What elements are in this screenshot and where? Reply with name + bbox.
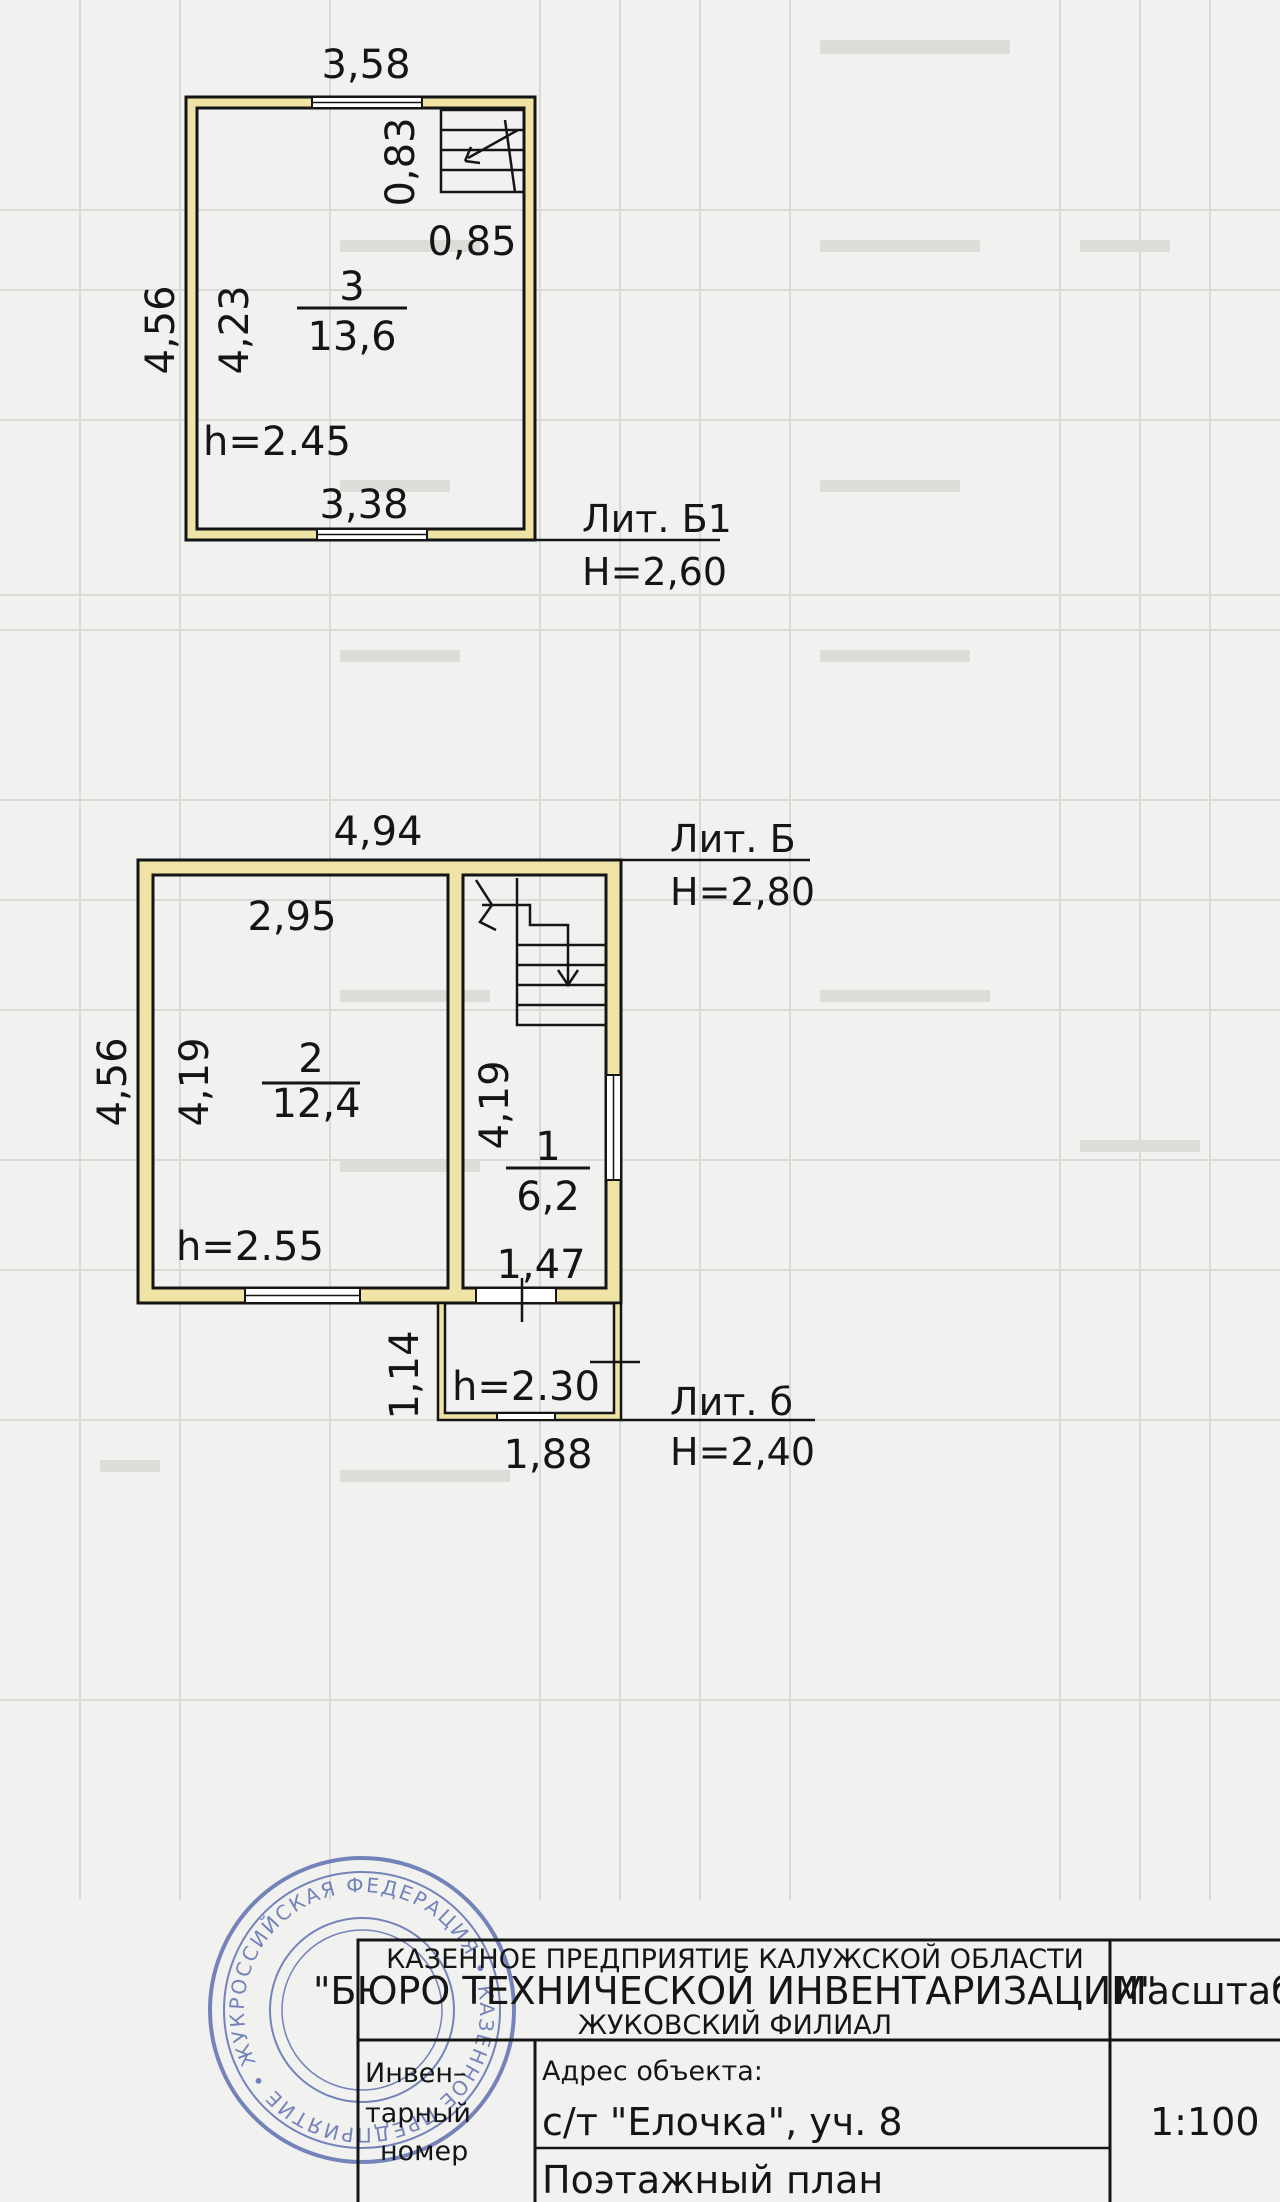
address-value: с/т "Елочка", уч. 8 [542,2100,903,2144]
floor1-room1-width: 1,47 [496,1242,585,1288]
porch-window-bottom [496,1412,556,1421]
floor1-room2-height: h=2.55 [176,1224,324,1270]
floor2-height: h=2.45 [203,419,351,465]
org-line-2: "БЮРО ТЕХНИЧЕСКОЙ ИНВЕНТАРИЗАЦИИ" [313,1969,1157,2013]
floor1-lit-label: Лит. Б [670,817,796,861]
floor2-staircase [439,108,526,194]
floor2-window-bottom [316,528,428,541]
floor1-room2-length: 4,19 [172,1037,218,1126]
porch-plan: 1,14 h=2.30 1,88 Лит. б H=2,40 [382,1301,815,1478]
floor2-stair-length: 0,83 [378,117,424,206]
floor1-outer-length: 4,56 [90,1037,136,1126]
floor1-room2-area: 12,4 [271,1081,360,1127]
floor1-room2-width: 2,95 [247,894,336,940]
porch-height: h=2.30 [452,1364,600,1410]
porch-width: 1,88 [503,1432,592,1478]
floor1-room1-number: 1 [535,1124,560,1170]
floor2-lit-height: H=2,60 [582,550,727,594]
floor1-room1-area: 6,2 [516,1174,580,1220]
floor1-lit-height: H=2,80 [670,870,815,914]
org-line-3: ЖУКОВСКИЙ ФИЛИАЛ [578,2009,892,2041]
porch-depth: 1,14 [382,1330,428,1419]
org-line-1: КАЗЕННОЕ ПРЕДПРИЯТИЕ КАЛУЖСКОЙ ОБЛАСТИ [386,1943,1084,1975]
floor1-window-right [605,1074,622,1181]
floor2-inner-length: 4,23 [212,285,258,374]
porch-lit-height: H=2,40 [670,1430,815,1474]
floor1-width-top: 4,94 [333,809,422,855]
porch-lit-label: Лит. б [670,1380,793,1424]
inventory-label-3: номер [380,2136,468,2167]
title-block: КАЗЕННОЕ ПРЕДПРИЯТИЕ КАЛУЖСКОЙ ОБЛАСТИ "… [313,1938,1280,2202]
floor2-room-area: 13,6 [307,314,396,360]
plan-type: Поэтажный план [542,2158,883,2202]
floor2-window-top [311,96,423,109]
scale-label: Масштаб [1114,1969,1280,2013]
floor1-door [475,1278,557,1322]
inventory-label-2: тарный [365,2098,471,2129]
floor2-width-bottom: 3,38 [319,482,408,528]
floor2-plan: 3,58 4,56 4,23 0,83 0,85 3 13,6 h=2.45 3… [138,42,732,594]
floor1-window-bottom [244,1287,361,1304]
floor1-room1-length: 4,19 [472,1060,518,1149]
address-label: Адрес объекта: [542,2056,763,2087]
floor2-lit-label: Лит. Б1 [582,497,732,541]
floor1-staircase [474,878,606,1027]
floor2-width-top: 3,58 [321,42,410,88]
floor2-stair-width: 0,85 [427,219,516,265]
floor2-room-number: 3 [339,264,364,310]
floor2-outer-length: 4,56 [138,285,184,374]
floor1-room2-number: 2 [298,1036,323,1082]
inventory-label-1: Инвен– [365,2058,467,2089]
floor1-plan: 4,94 4,56 4,19 2,95 2 12,4 h=2.55 4,19 1… [90,809,815,1322]
scale-value: 1:100 [1150,2100,1260,2144]
